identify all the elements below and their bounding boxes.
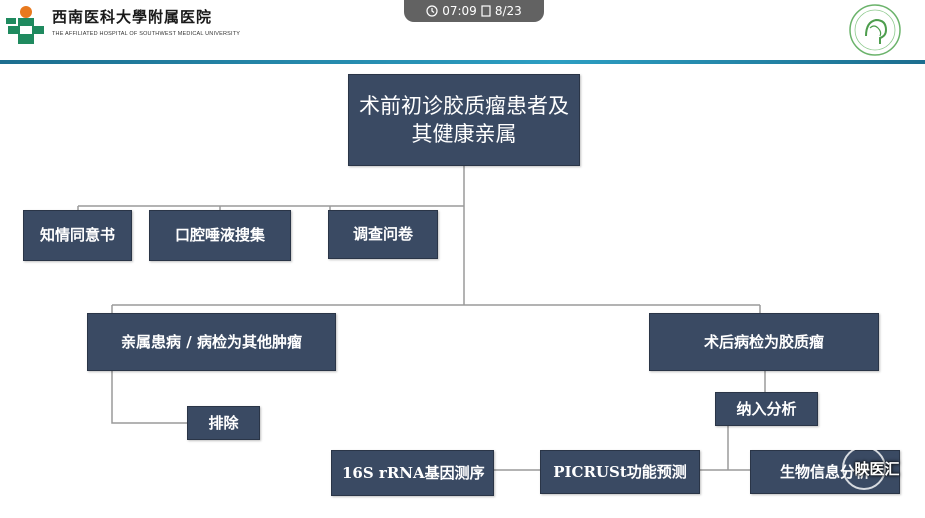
include-analysis-node: 纳入分析 [715, 392, 818, 426]
watermark-ring [842, 446, 886, 490]
hospital-logo [6, 6, 44, 44]
sequencing-node: 16S rRNA基因测序 [331, 450, 494, 496]
root-node: 术前初诊胶质瘤患者及其健康亲属 [348, 74, 580, 166]
branch-postop-glioma: 术后病检为胶质瘤 [649, 313, 879, 371]
exclude-node: 排除 [187, 406, 260, 440]
elapsed-time: 07:09 [442, 4, 477, 18]
step-saliva-collection: 口腔唾液搜集 [149, 210, 291, 261]
page-icon [481, 5, 491, 17]
picrust-node: PICRUSt功能预测 [540, 450, 700, 494]
playback-status-bar: 07:09 8/23 [404, 0, 544, 22]
page-counter: 8/23 [494, 4, 522, 18]
clock-icon [426, 5, 438, 17]
watermark-text: 映医汇 [854, 459, 900, 478]
hospital-english-name: THE AFFILIATED HOSPITAL OF SOUTHWEST MED… [52, 31, 241, 37]
hospital-name: 西南医科大學附属医院 [52, 8, 213, 26]
step-questionnaire: 调查问卷 [328, 210, 438, 259]
header-divider [0, 60, 925, 64]
branch-relatives-other-tumor: 亲属患病 / 病检为其他肿瘤 [87, 313, 336, 371]
department-seal-icon [849, 4, 901, 56]
step-consent-form: 知情同意书 [23, 210, 132, 261]
